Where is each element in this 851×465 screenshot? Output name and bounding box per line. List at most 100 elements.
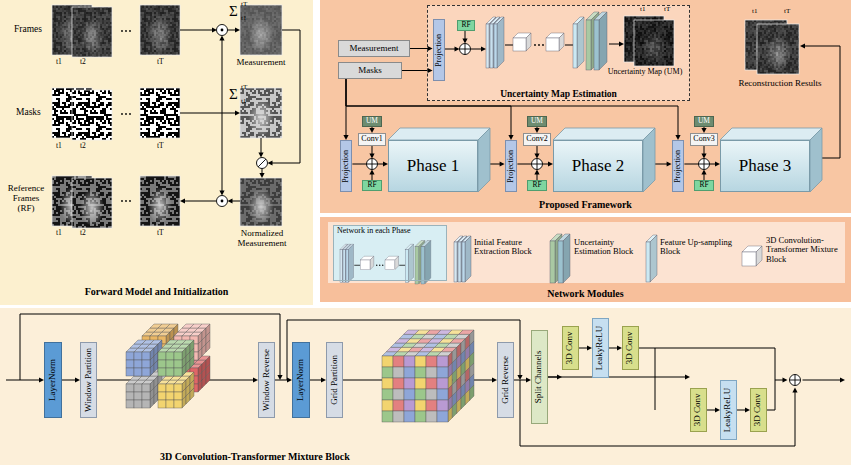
operator-stroke xyxy=(465,44,466,55)
node-text: RF xyxy=(367,181,376,189)
ellipsis-dot xyxy=(382,265,383,266)
cube-cell xyxy=(158,360,166,368)
projection-box: Projection xyxy=(433,19,446,81)
cube-cell xyxy=(158,368,166,376)
arrow-head xyxy=(369,154,374,159)
cube-cell xyxy=(404,400,415,411)
image-border xyxy=(72,178,112,228)
panel-ground xyxy=(320,217,851,302)
input-box: Masks xyxy=(338,62,402,79)
wire xyxy=(609,44,620,45)
image-border xyxy=(240,178,282,226)
cube-cell xyxy=(174,384,182,392)
cube-cell xyxy=(174,368,182,376)
image-figure xyxy=(80,187,104,225)
arrow-head xyxy=(619,41,624,46)
node-text: Projection xyxy=(342,150,351,183)
projection-box: Projection xyxy=(505,140,518,192)
slab-front xyxy=(550,241,555,283)
time-index: t1 xyxy=(56,58,62,66)
node-text: Phase 3 xyxy=(739,157,791,176)
cube-cell xyxy=(174,400,182,408)
activation-box: LeakyReLU xyxy=(720,380,737,440)
arrow-head xyxy=(369,170,374,175)
ellipsis-dot xyxy=(125,200,127,202)
phase-side-face xyxy=(478,128,490,192)
operator-symbol xyxy=(217,196,228,207)
cube-cell xyxy=(190,356,194,368)
row-label: Masks xyxy=(16,107,41,117)
phase-top-face xyxy=(388,128,490,140)
cube-cell xyxy=(437,356,448,367)
wire xyxy=(471,49,483,50)
slab-front xyxy=(454,242,457,282)
partition-box: Grid Reverse xyxy=(497,342,514,418)
operator-symbol xyxy=(217,25,228,36)
image-border xyxy=(757,24,799,74)
image-rf xyxy=(72,178,112,228)
wire xyxy=(180,113,236,114)
wire xyxy=(6,380,40,381)
connector-line xyxy=(548,377,686,378)
cube-cell xyxy=(166,360,174,368)
wire xyxy=(261,138,262,154)
slab-front xyxy=(513,38,526,51)
ellipsis-dot xyxy=(129,30,131,32)
arrow-head xyxy=(517,375,522,380)
node-text: Measurement xyxy=(350,44,399,54)
operator-stroke xyxy=(221,29,224,32)
wire xyxy=(465,30,466,40)
cube-cell xyxy=(126,368,134,376)
cube-cell xyxy=(166,392,174,400)
node-text: LeakyReLU xyxy=(596,326,606,370)
cube-cell xyxy=(393,356,404,367)
time-index: t2 xyxy=(80,142,86,150)
cube-cell xyxy=(393,378,404,389)
arrow-head xyxy=(219,36,224,41)
image-noise xyxy=(634,20,674,66)
image-noise xyxy=(72,90,112,140)
slab-side xyxy=(599,12,607,70)
panel-ground xyxy=(427,5,690,101)
image-base xyxy=(72,178,112,228)
phase-top-face xyxy=(553,128,655,140)
phase-block: Phase 2 xyxy=(553,140,643,192)
node-text: RF xyxy=(699,181,708,189)
connector-line xyxy=(410,48,429,49)
slab-front xyxy=(558,241,563,283)
time-index: t1 xyxy=(56,229,62,237)
connector-line xyxy=(737,410,746,411)
slab-front xyxy=(340,250,342,283)
wire xyxy=(232,201,241,202)
node-text: 3D Conv xyxy=(566,332,576,365)
image-noise xyxy=(140,176,180,226)
node-text: UM xyxy=(531,117,543,125)
phase-side-face xyxy=(643,128,655,192)
cube-cell xyxy=(182,364,186,376)
connector xyxy=(609,345,622,350)
network-illustration xyxy=(340,241,431,285)
operator-symbol xyxy=(699,159,710,170)
cube-cell xyxy=(415,411,426,422)
sum-limit: t1 xyxy=(241,98,246,106)
node-text: Conv1 xyxy=(361,135,382,144)
slab-front xyxy=(405,250,408,283)
node-text: Forward Model and Initialization xyxy=(85,286,229,297)
cube-cell xyxy=(426,356,437,367)
reference-box: RF xyxy=(527,180,547,191)
image-label: Uncertainty Map (UM) xyxy=(603,68,687,77)
wire xyxy=(222,113,223,192)
arrow-head xyxy=(228,198,233,203)
cube-cell xyxy=(142,360,150,368)
panel-ground xyxy=(328,222,845,283)
image-frame xyxy=(140,5,180,55)
sum-limit: tT xyxy=(241,1,247,9)
slab-front xyxy=(594,20,599,70)
cube-cell xyxy=(158,392,166,400)
image-noise xyxy=(72,7,112,57)
activation-box: LeakyReLU xyxy=(592,318,609,378)
cube-cell xyxy=(150,364,154,376)
ellipsis-dot xyxy=(542,44,544,46)
image-base xyxy=(240,88,282,138)
ellipsis-dot xyxy=(125,30,127,32)
